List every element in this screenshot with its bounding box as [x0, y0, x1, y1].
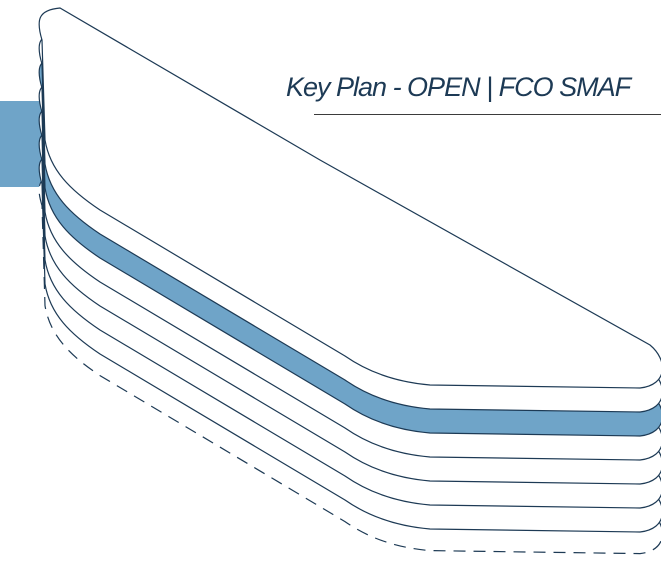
roof-plate: [38, 7, 661, 389]
title-underline: [314, 114, 661, 115]
key-plan-title: Key Plan - OPEN | FCO SMAF: [286, 72, 631, 102]
key-plan-side-tab: [0, 101, 42, 187]
